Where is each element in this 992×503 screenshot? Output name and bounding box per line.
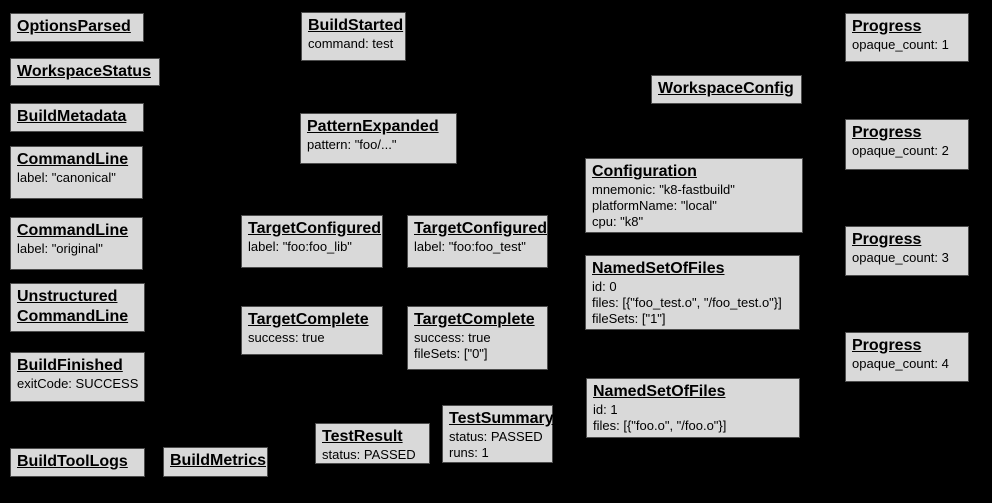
node-field: opaque_count: 1	[852, 37, 949, 52]
node-build-metadata: BuildMetadata	[10, 103, 144, 132]
node-title: Progress	[852, 337, 922, 354]
node-command-line-original: CommandLine label: "original"	[10, 217, 143, 270]
node-field: runs: 1	[449, 445, 489, 460]
node-title: CommandLine	[17, 151, 129, 168]
node-title: Progress	[852, 124, 922, 141]
node-unstructured-command-line: Unstructured CommandLine	[10, 283, 145, 332]
node-title: TargetComplete	[414, 311, 535, 328]
node-progress-1: Progress opaque_count: 1	[845, 13, 969, 62]
node-workspace-status: WorkspaceStatus	[10, 58, 160, 86]
node-target-complete-foo-lib: TargetComplete success: true	[241, 306, 383, 355]
node-field: success: true	[414, 330, 491, 345]
node-options-parsed: OptionsParsed	[10, 13, 144, 42]
node-field: status: PASSED	[322, 447, 416, 462]
node-title: TargetConfigured	[414, 220, 548, 237]
node-build-tool-logs: BuildToolLogs	[10, 448, 145, 477]
node-test-summary: TestSummary status: PASSED runs: 1	[442, 405, 554, 463]
node-title: BuildFinished	[17, 357, 123, 374]
node-field: status: PASSED	[449, 429, 543, 444]
node-title: TargetComplete	[248, 311, 369, 328]
node-build-metrics: BuildMetrics	[163, 447, 268, 477]
node-configuration: Configuration mnemonic: "k8-fastbuild" p…	[585, 158, 803, 233]
node-field: id: 1	[593, 402, 618, 417]
node-field: label: "foo:foo_lib"	[248, 239, 352, 254]
node-title: CommandLine	[17, 222, 129, 239]
node-target-configured-foo-test: TargetConfigured label: "foo:foo_test"	[407, 215, 548, 268]
node-title: BuildMetadata	[17, 108, 127, 125]
node-named-set-of-files-1: NamedSetOfFiles id: 1 files: [{"foo.o", …	[586, 378, 800, 438]
node-command-line-canonical: CommandLine label: "canonical"	[10, 146, 143, 199]
node-field: opaque_count: 4	[852, 356, 949, 371]
node-title: TestResult	[322, 428, 403, 445]
node-title: TargetConfigured	[248, 220, 382, 237]
node-title: PatternExpanded	[307, 118, 439, 135]
node-build-started: BuildStarted command: test	[301, 12, 406, 61]
node-field: cpu: "k8"	[592, 214, 644, 229]
node-progress-3: Progress opaque_count: 3	[845, 226, 969, 276]
node-pattern-expanded: PatternExpanded pattern: "foo/..."	[300, 113, 457, 164]
node-title: NamedSetOfFiles	[593, 383, 726, 400]
node-field: files: [{"foo_test.o", "/foo_test.o"}]	[592, 295, 782, 310]
node-field: id: 0	[592, 279, 617, 294]
node-field: label: "canonical"	[17, 170, 116, 185]
node-field: platformName: "local"	[592, 198, 717, 213]
node-field: files: [{"foo.o", "/foo.o"}]	[593, 418, 727, 433]
node-target-complete-foo-test: TargetComplete success: true fileSets: […	[407, 306, 548, 370]
node-title: WorkspaceConfig	[658, 80, 794, 97]
node-progress-4: Progress opaque_count: 4	[845, 332, 969, 382]
node-title: BuildMetrics	[170, 452, 267, 469]
node-title: WorkspaceStatus	[17, 63, 151, 80]
node-title: Configuration	[592, 163, 697, 180]
node-title: Progress	[852, 231, 922, 248]
node-target-configured-foo-lib: TargetConfigured label: "foo:foo_lib"	[241, 215, 383, 268]
node-title: Progress	[852, 18, 922, 35]
node-title: TestSummary	[449, 410, 554, 427]
node-field: label: "foo:foo_test"	[414, 239, 526, 254]
node-title: BuildStarted	[308, 17, 404, 34]
node-field: command: test	[308, 36, 394, 51]
node-title: BuildToolLogs	[17, 453, 128, 470]
node-field: success: true	[248, 330, 325, 345]
node-progress-2: Progress opaque_count: 2	[845, 119, 969, 170]
node-field: exitCode: SUCCESS	[17, 376, 139, 391]
node-field: fileSets: ["1"]	[592, 311, 666, 326]
node-field: opaque_count: 3	[852, 250, 949, 265]
node-build-finished: BuildFinished exitCode: SUCCESS	[10, 352, 145, 402]
node-title: Unstructured CommandLine	[17, 288, 129, 325]
node-field: pattern: "foo/..."	[307, 137, 397, 152]
node-field: label: "original"	[17, 241, 103, 256]
node-title: OptionsParsed	[17, 18, 131, 35]
node-test-result: TestResult status: PASSED	[315, 423, 430, 464]
node-title: NamedSetOfFiles	[592, 260, 725, 277]
node-field: fileSets: ["0"]	[414, 346, 488, 361]
node-field: mnemonic: "k8-fastbuild"	[592, 182, 735, 197]
node-named-set-of-files-0: NamedSetOfFiles id: 0 files: [{"foo_test…	[585, 255, 800, 330]
node-workspace-config: WorkspaceConfig	[651, 75, 802, 104]
node-field: opaque_count: 2	[852, 143, 949, 158]
